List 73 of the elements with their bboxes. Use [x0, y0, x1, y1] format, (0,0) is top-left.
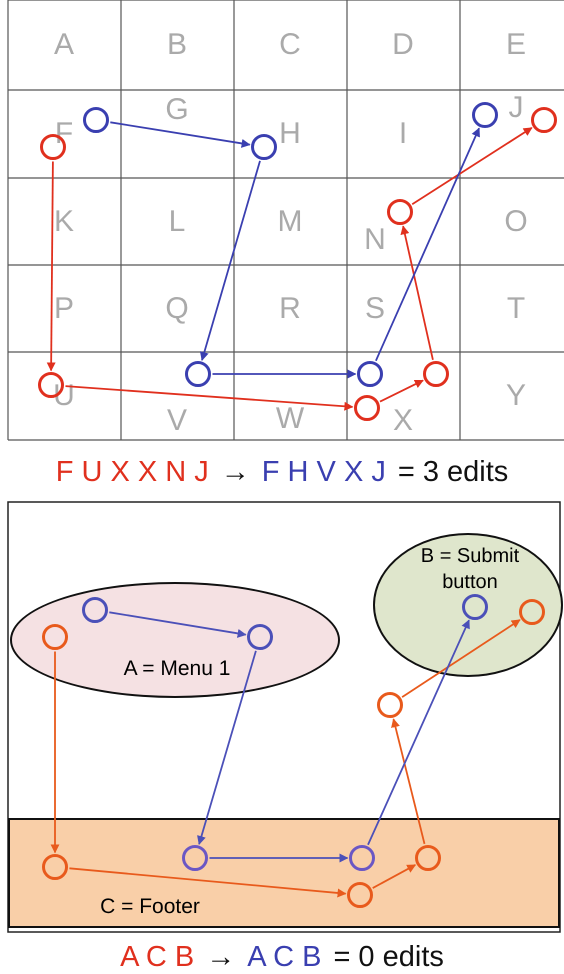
arrow: [372, 864, 416, 889]
circle-marker: [82, 597, 108, 623]
grid-letter: B: [166, 30, 188, 60]
arrow: [46, 162, 56, 372]
circle-marker: [185, 361, 211, 387]
circle-marker: [415, 845, 441, 871]
arrow: [50, 652, 60, 854]
arrow: [200, 160, 261, 361]
arrow: [69, 867, 346, 898]
letter-sequence: A C B: [120, 940, 194, 974]
region-label: A = Menu 1: [122, 656, 232, 682]
arrow-symbol: →: [206, 940, 236, 974]
grid-letter: L: [168, 206, 186, 236]
arrow: [109, 611, 247, 638]
arrow: [65, 385, 354, 411]
arrow: [110, 121, 251, 148]
circle-marker: [251, 134, 277, 160]
circle-marker: [472, 102, 498, 128]
circle-marker: [83, 107, 109, 133]
arrow: [380, 380, 424, 402]
circle-marker: [519, 599, 545, 625]
edit-count: = 0 edits: [333, 940, 444, 974]
grid-letter: V: [166, 406, 188, 436]
circle-marker: [423, 361, 449, 387]
arrow: [412, 127, 533, 205]
circle-marker: [42, 854, 68, 880]
grid-letter: W: [274, 404, 306, 434]
circle-marker: [387, 199, 413, 225]
arrow: [400, 225, 434, 360]
grid-letter: H: [278, 119, 302, 149]
region-label: B = Submit button: [420, 544, 520, 595]
grid-letter: K: [52, 206, 75, 236]
circle-marker: [247, 624, 273, 650]
circle-marker: [377, 692, 403, 718]
circle-marker: [347, 882, 373, 908]
arrow: [197, 650, 257, 845]
grid-letter: S: [364, 294, 386, 324]
footer-band: [8, 818, 560, 928]
grid-letter: J: [508, 93, 524, 123]
grid-letter: O: [503, 206, 529, 236]
grid-letter: Q: [164, 294, 190, 324]
circle-marker: [354, 395, 380, 421]
circle-marker: [42, 624, 68, 650]
grid-letter: Y: [504, 381, 527, 411]
circle-marker: [357, 361, 383, 387]
grid-letter: R: [278, 294, 302, 324]
grid-letter: N: [363, 224, 387, 254]
edit-count: = 3 edits: [398, 455, 508, 489]
arrow: [402, 619, 521, 698]
region-label: C = Footer: [99, 894, 201, 920]
grid-letter: T: [506, 294, 526, 324]
letter-sequence: F H V X J: [262, 455, 386, 489]
grid-letter: P: [52, 294, 75, 324]
arrow: [212, 370, 356, 378]
letter-sequence: F U X X N J: [56, 455, 209, 489]
arrow: [391, 718, 426, 844]
grid-letter: E: [504, 30, 527, 60]
grid-letter: M: [276, 206, 304, 236]
arrow: [375, 127, 480, 362]
letter-sequence: A C B: [247, 940, 322, 974]
grid-letter: D: [391, 30, 415, 60]
grid-letter: I: [398, 119, 408, 149]
circle-marker: [182, 845, 208, 871]
grid-letter: C: [278, 30, 302, 60]
arrow: [210, 854, 348, 862]
arrow: [367, 619, 470, 846]
grid-letter: G: [164, 95, 190, 125]
circle-marker: [531, 107, 557, 133]
circle-marker: [462, 594, 488, 620]
arrow-symbol: →: [220, 455, 250, 489]
grid-letter: X: [392, 406, 414, 436]
circle-marker: [349, 845, 375, 871]
grid-letter: A: [52, 30, 75, 60]
